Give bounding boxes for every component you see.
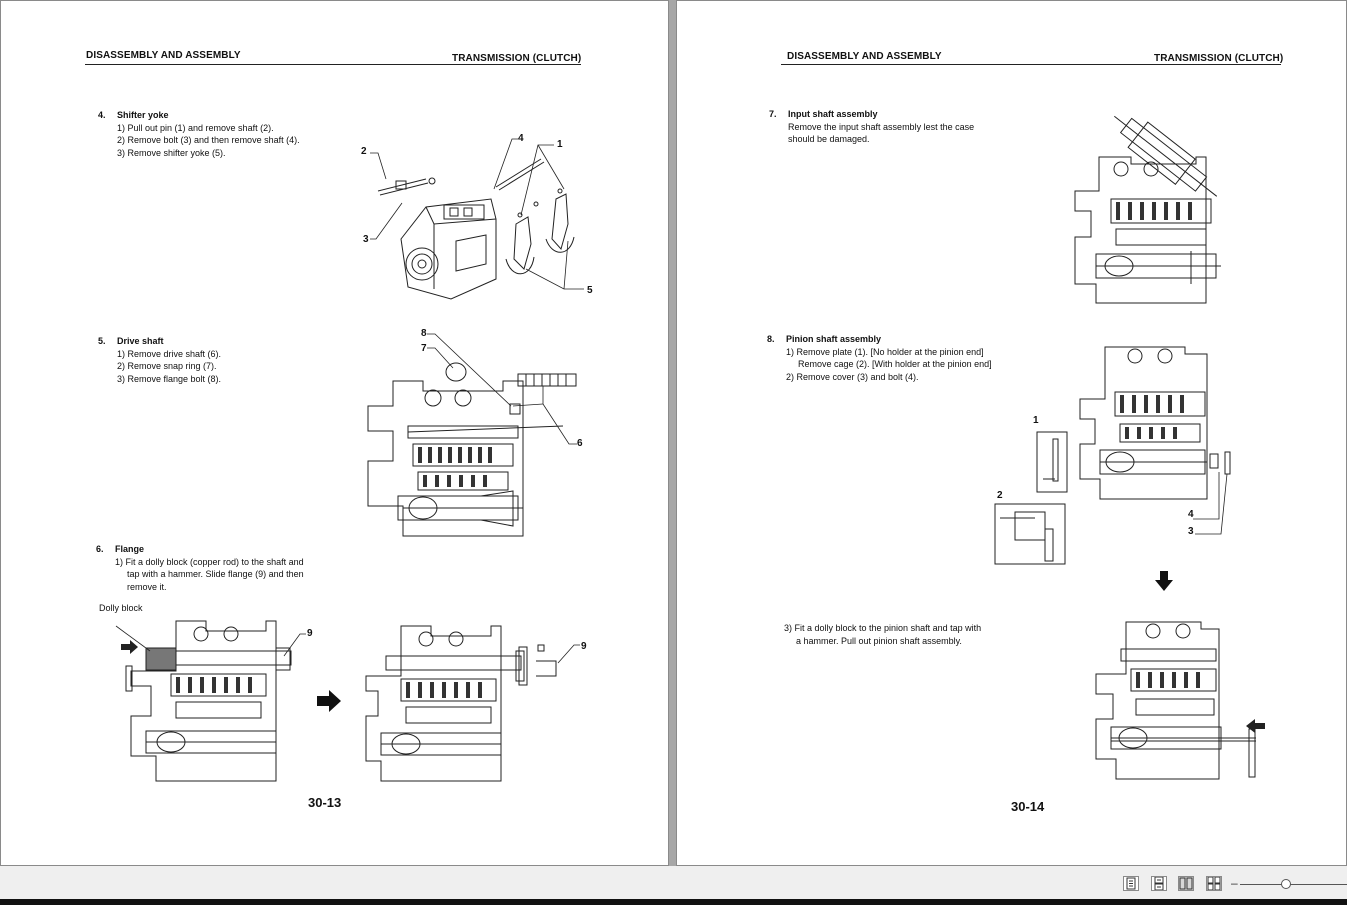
callout-label: 5 (587, 285, 593, 296)
step-title: Input shaft assembly (788, 109, 878, 119)
callout-label: 6 (577, 438, 583, 449)
header-left: DISASSEMBLY AND ASSEMBLY (787, 51, 942, 62)
flange-removed-figure (366, 621, 591, 786)
step-title: Shifter yoke (117, 110, 169, 120)
header-rule (781, 64, 1281, 65)
callout-label: 9 (307, 628, 313, 639)
right-page: DISASSEMBLY AND ASSEMBLY TRANSMISSION (C… (676, 0, 1347, 866)
two-page-view-button[interactable] (1178, 876, 1194, 891)
step-title: Drive shaft (117, 336, 164, 346)
callout-label: 2 (997, 490, 1003, 501)
page-number: 30-13 (308, 795, 342, 810)
pinion-shaft-figure (995, 344, 1235, 569)
callout-label: 7 (421, 343, 427, 354)
step-4: 4.Shifter yoke 1) Pull out pin (1) and r… (98, 110, 300, 158)
zoom-slider-handle[interactable] (1281, 879, 1291, 889)
two-page-icon (1179, 877, 1193, 890)
header-right: TRANSMISSION (CLUTCH) (1154, 53, 1284, 64)
zoom-slider-track[interactable] (1240, 884, 1347, 885)
step-8: 8.Pinion shaft assembly 1) Remove plate … (767, 334, 992, 382)
callout-label: 3 (1188, 526, 1194, 537)
callout-label: 9 (581, 641, 587, 652)
arrow-right-icon (317, 690, 341, 712)
continuous-two-page-icon (1207, 876, 1221, 891)
callout-label: 4 (1188, 509, 1194, 520)
callout-label: 3 (363, 234, 369, 245)
callout-label: 1 (557, 139, 563, 150)
input-shaft-figure (1071, 119, 1231, 305)
continuous-view-button[interactable] (1151, 876, 1167, 891)
step-6: 6.Flange 1) Fit a dolly block (copper ro… (96, 544, 304, 592)
viewer-status-bar (0, 866, 1347, 899)
single-page-view-button[interactable] (1123, 876, 1139, 891)
step-title: Flange (115, 544, 145, 554)
step-8-3: 3) Fit a dolly block to the pinion shaft… (784, 623, 982, 646)
left-page: DISASSEMBLY AND ASSEMBLY TRANSMISSION (C… (0, 0, 669, 866)
flange-dolly-figure (116, 616, 321, 786)
callout-label: 1 (1033, 415, 1039, 426)
page-number: 30-14 (1011, 799, 1045, 814)
continuous-two-page-view-button[interactable] (1206, 876, 1222, 891)
header-rule (85, 64, 581, 65)
taskbar-edge (0, 899, 1347, 905)
callout-label: 4 (518, 133, 524, 144)
drive-shaft-section-figure (363, 326, 598, 541)
zoom-out-button[interactable]: – (1231, 876, 1238, 890)
callout-label: 2 (361, 146, 367, 157)
step-7: 7.Input shaft assembly Remove the input … (769, 109, 975, 144)
single-page-icon (1126, 877, 1136, 890)
step-5: 5.Drive shaft 1) Remove drive shaft (6).… (98, 336, 222, 384)
pinion-pullout-figure (1091, 619, 1265, 784)
continuous-icon (1154, 876, 1164, 891)
callout-label: 8 (421, 328, 427, 339)
arrow-down-icon (1155, 571, 1173, 591)
dolly-block-caption: Dolly block (99, 603, 143, 613)
header-right: TRANSMISSION (CLUTCH) (452, 53, 582, 64)
step-title: Pinion shaft assembly (786, 334, 882, 344)
header-left: DISASSEMBLY AND ASSEMBLY (86, 50, 241, 61)
shifter-yoke-exploded-figure (356, 129, 596, 314)
